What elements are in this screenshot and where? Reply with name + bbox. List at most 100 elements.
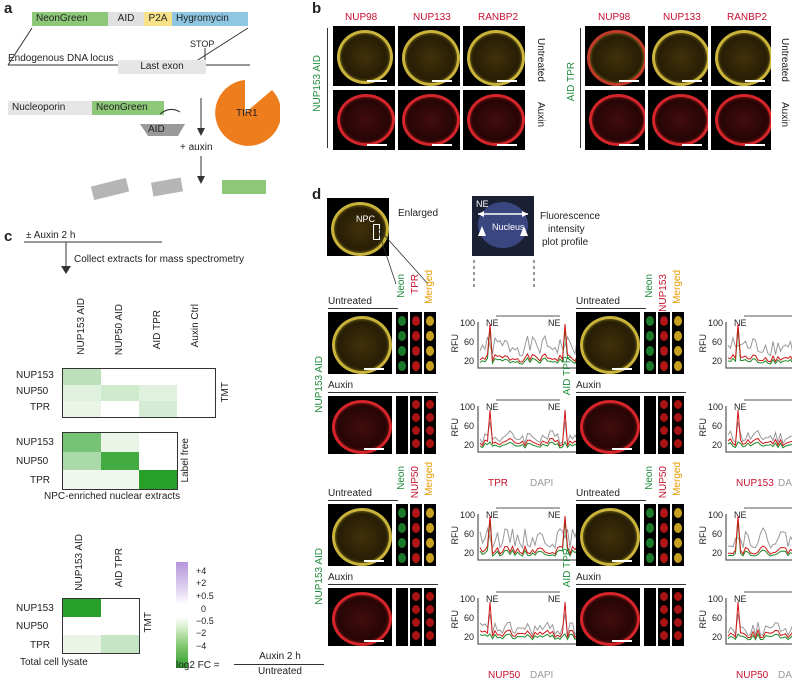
- d-red-header: TPR: [410, 274, 421, 294]
- c-col-2: NUP50 AID: [114, 304, 125, 356]
- b-right-auxin-1: [585, 90, 645, 150]
- d-untreated-cell: [576, 312, 640, 374]
- panel-d-label: d: [312, 186, 322, 203]
- d-nucleus-label-top: Nucleus: [492, 222, 525, 232]
- d-ne-right: NE: [548, 318, 561, 328]
- c-tmt-label: TMT: [220, 382, 231, 403]
- d-profile-plot: [725, 591, 792, 645]
- heatmap-cell: [63, 433, 101, 452]
- legend-tick-1: +4: [196, 566, 207, 576]
- d-profile-plot: [477, 399, 578, 453]
- d-rfu-label: RFU: [450, 610, 460, 629]
- heatmap-cell: [101, 599, 139, 617]
- b-right-col-1: NUP98: [598, 12, 631, 23]
- d-ytick: 100: [460, 402, 476, 412]
- b-right-untreated-1: [585, 26, 645, 86]
- fc-numerator: Auxin 2 h: [259, 651, 301, 662]
- b-left-auxin-2: [398, 90, 460, 150]
- fragment-2: [151, 177, 183, 197]
- b-right-auxin-2: [648, 90, 708, 150]
- d-ytick: 100: [460, 318, 476, 328]
- d-bottom-red-label: NUP50: [488, 670, 521, 681]
- heatmap-cell: [101, 635, 139, 653]
- d-strip: [644, 312, 656, 374]
- legend-tick-3: +0.5: [196, 591, 214, 601]
- d-rfu-label: RFU: [450, 418, 460, 437]
- d-rfu-label: RFU: [698, 610, 708, 629]
- d-row-label: NUP153 AID: [314, 548, 325, 605]
- locus-label: Endogenous DNA locus: [8, 53, 114, 64]
- d-ytick: 20: [464, 440, 475, 450]
- legend-tick-2: +2: [196, 578, 207, 588]
- dashed-guides: [473, 260, 535, 290]
- construct-aid: AID: [108, 12, 144, 26]
- d-untreated-label: Untreated: [328, 488, 372, 499]
- fi-line-1: Fluorescence: [540, 211, 601, 222]
- d-ytick: 20: [712, 548, 723, 558]
- d-ne-left: NE: [734, 318, 747, 328]
- b-left-untreated-1: [333, 26, 395, 86]
- c-lysate-col-1: NUP153 AID: [74, 534, 85, 591]
- tir1-label: TIR1: [236, 108, 258, 119]
- c-lf-row-2: NUP50: [16, 456, 49, 467]
- b-untreated-label: Untreated: [535, 38, 546, 82]
- color-legend: [176, 562, 188, 668]
- construct-hygromycin: Hygromycin: [172, 12, 248, 26]
- d-untreated-label: Untreated: [328, 296, 372, 307]
- enlarged-label: Enlarged: [398, 208, 439, 219]
- d-profile-plot: [477, 591, 578, 645]
- d-ytick: 60: [712, 337, 723, 347]
- heatmap-cell: [63, 617, 101, 635]
- d-bottom-dapi-label: DAPI: [778, 670, 792, 681]
- d-ne-left: NE: [486, 510, 499, 520]
- c-row-3: TPR: [30, 402, 50, 413]
- d-bottom-dapi-label: DAPI: [530, 670, 554, 681]
- d-ytick: 20: [712, 356, 723, 366]
- heatmap-label-free: [62, 432, 178, 490]
- fusion-nucleoporin: Nucleoporin: [8, 101, 92, 115]
- d-ytick: 100: [708, 402, 724, 412]
- d-rfu-label: RFU: [698, 526, 708, 545]
- d-untreated-cell: [576, 504, 640, 566]
- heatmap-cell: [139, 433, 177, 452]
- d-strip: [658, 312, 670, 374]
- c-ly-row-2: NUP50: [16, 621, 49, 632]
- d-rfu-label: RFU: [450, 334, 460, 353]
- d-merged-header: Merged: [672, 270, 683, 304]
- c-workflow-lines: [24, 241, 162, 274]
- d-ytick: 100: [460, 510, 476, 520]
- d-auxin-label: Auxin: [328, 380, 354, 391]
- d-profile-plot: [725, 507, 792, 561]
- construct-neongreen: NeonGreen: [32, 12, 108, 26]
- d-profile-plot: [477, 315, 578, 369]
- panel-c-label: c: [4, 228, 13, 245]
- d-plot-profile-arrows: [478, 211, 528, 236]
- heatmap-cell: [101, 451, 139, 471]
- heatmap-cell: [63, 401, 101, 417]
- d-ytick: 60: [464, 613, 475, 623]
- d-rfu-label: RFU: [698, 334, 708, 353]
- d-strip: [424, 312, 436, 374]
- d-ne-left: NE: [734, 402, 747, 412]
- c-col-4: Auxin Ctrl: [190, 304, 201, 348]
- d-ytick: 20: [464, 548, 475, 558]
- d-untreated-line: [576, 308, 646, 309]
- d-red-header: NUP153: [658, 274, 669, 312]
- d-ytick: 100: [708, 510, 724, 520]
- heatmap-cell: [63, 599, 101, 617]
- last-exon: Last exon: [118, 60, 206, 74]
- d-merged-header: Merged: [672, 462, 683, 496]
- d-row-label: AID TPR: [562, 548, 573, 588]
- d-ne-left: NE: [486, 594, 499, 604]
- d-ne-right: NE: [548, 402, 561, 412]
- fi-line-2: intensity: [548, 224, 585, 235]
- panel-a-label: a: [4, 0, 13, 17]
- d-bottom-red-label: NUP153: [736, 478, 774, 489]
- d-auxin-label: Auxin: [576, 380, 602, 391]
- d-ytick: 60: [464, 421, 475, 431]
- legend-tick-7: −4: [196, 641, 207, 651]
- npc-label: NPC: [356, 214, 376, 224]
- heatmap-cell: [139, 385, 177, 401]
- b-right-untreated-2: [648, 26, 708, 86]
- d-ne-left: NE: [486, 402, 499, 412]
